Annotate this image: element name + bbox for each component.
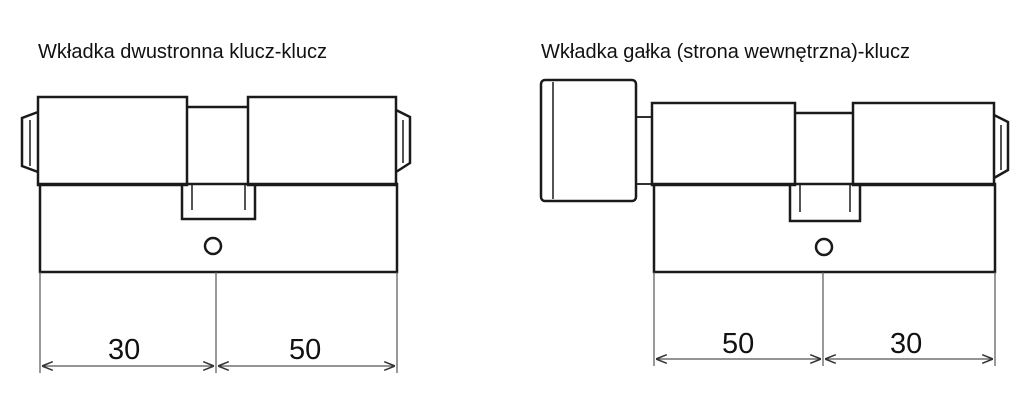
left-screw-hole	[203, 236, 223, 256]
left-cam-slot	[180, 184, 257, 221]
right-end-cap	[993, 113, 1010, 180]
left-end-cap-a	[20, 110, 39, 174]
left-dimensions	[39, 272, 398, 373]
left-cylinder-body	[38, 182, 399, 274]
left-dim-a-label: 30	[108, 334, 140, 366]
right-dimensions	[653, 272, 996, 366]
knob	[539, 78, 638, 203]
left-plug-b	[246, 95, 398, 187]
left-drawing-title: Wkładka dwustronna klucz-klucz	[38, 41, 327, 63]
right-drawing-title: Wkładka gałka (strona wewnętrzna)-klucz	[541, 41, 911, 63]
left-cylinder	[20, 95, 412, 274]
right-cylinder-body	[652, 182, 997, 274]
right-dim-b-label: 30	[890, 328, 922, 360]
left-dim-b-label: 50	[289, 334, 321, 366]
right-dim-a-label: 50	[722, 328, 754, 360]
right-plug-b	[851, 101, 996, 187]
right-screw-hole	[814, 237, 834, 257]
left-end-cap-b	[395, 108, 412, 174]
right-cylinder	[539, 78, 1010, 274]
right-cam-slot	[788, 184, 862, 223]
left-plug-a	[36, 95, 189, 187]
right-plug-a	[650, 101, 797, 187]
